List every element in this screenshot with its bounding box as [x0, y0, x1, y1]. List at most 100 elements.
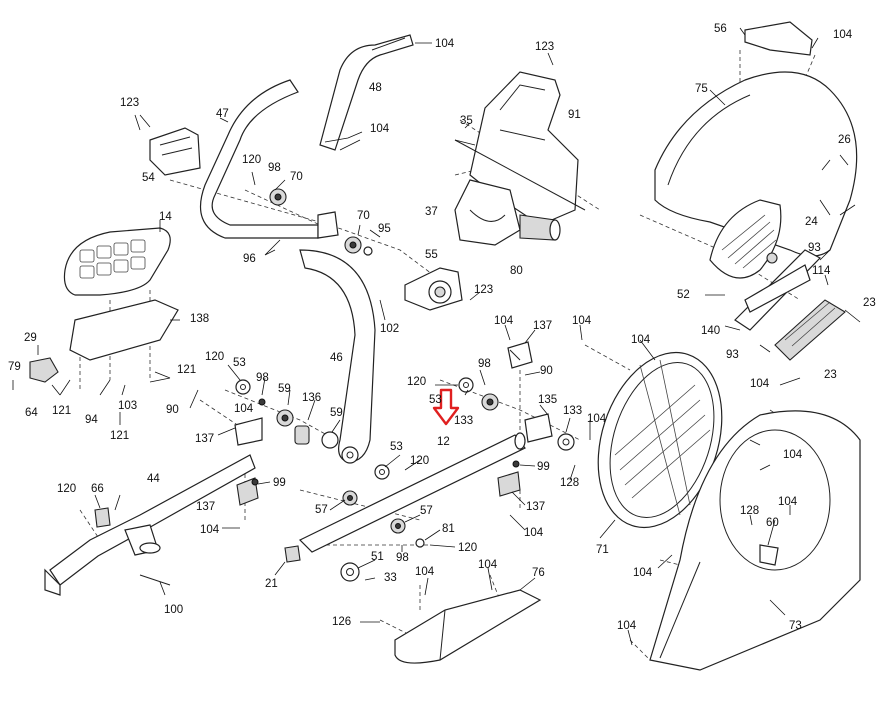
- label-59: 59: [330, 407, 343, 419]
- part-14-pedal: [63, 227, 171, 296]
- label-104: 104: [631, 334, 651, 346]
- label-121: 121: [52, 405, 71, 417]
- label-104: 104: [234, 403, 254, 415]
- label-100: 100: [164, 604, 183, 616]
- label-57: 57: [315, 504, 328, 516]
- label-53: 53: [390, 441, 403, 453]
- label-73: 73: [789, 620, 802, 632]
- label-52: 52: [677, 289, 690, 301]
- label-14: 14: [159, 211, 172, 223]
- bearings-right: [284, 341, 575, 582]
- label-55: 55: [425, 249, 438, 261]
- part-91-console-bracket: [454, 71, 586, 246]
- label-48: 48: [369, 82, 382, 94]
- label-53: 53: [233, 357, 246, 369]
- label-70: 70: [357, 210, 370, 222]
- label-23: 23: [824, 369, 837, 381]
- label-120: 120: [458, 542, 477, 554]
- label-104: 104: [778, 496, 798, 508]
- label-44: 44: [147, 473, 160, 485]
- label-123: 123: [120, 97, 139, 109]
- label-60: 60: [766, 517, 779, 529]
- part-75-rear-shroud: [654, 21, 858, 257]
- label-98: 98: [256, 372, 269, 384]
- label-76: 76: [532, 567, 545, 579]
- label-80: 80: [510, 265, 523, 277]
- label-51: 51: [371, 551, 384, 563]
- label-137: 137: [195, 433, 214, 445]
- label-81: 81: [442, 523, 455, 535]
- part-44-pedal-arm: [44, 454, 256, 596]
- label-114: 114: [812, 265, 831, 277]
- label-64: 64: [25, 407, 38, 419]
- label-123: 123: [474, 284, 493, 296]
- label-98: 98: [396, 552, 409, 564]
- label-104: 104: [478, 559, 498, 571]
- label-123: 123: [535, 41, 554, 53]
- label-79: 79: [8, 361, 21, 373]
- label-104: 104: [494, 315, 514, 327]
- label-140: 140: [701, 325, 720, 337]
- label-120: 120: [57, 483, 76, 495]
- label-33: 33: [384, 572, 397, 584]
- label-90: 90: [540, 365, 553, 377]
- label-103: 103: [118, 400, 137, 412]
- label-104: 104: [200, 524, 220, 536]
- label-99: 99: [537, 461, 550, 473]
- label-128: 128: [560, 477, 579, 489]
- label-98: 98: [268, 162, 281, 174]
- part-29-endcap: [29, 357, 59, 383]
- part-46-lower-arm: [299, 249, 376, 464]
- label-104: 104: [587, 413, 607, 425]
- highlight-arrow: [432, 388, 460, 426]
- label-120: 120: [205, 351, 224, 363]
- label-104: 104: [435, 38, 455, 50]
- label-104: 104: [617, 620, 637, 632]
- label-93: 93: [726, 349, 739, 361]
- part-138-plate: [69, 299, 179, 361]
- small-parts-left: [94, 379, 390, 528]
- label-104: 104: [415, 566, 435, 578]
- part-54-cover: [149, 127, 201, 176]
- label-137: 137: [533, 320, 552, 332]
- label-104: 104: [524, 527, 544, 539]
- label-133: 133: [454, 415, 473, 427]
- part-114-fan: [734, 249, 846, 361]
- label-104: 104: [783, 449, 803, 461]
- label-23: 23: [863, 297, 876, 309]
- label-98: 98: [478, 358, 491, 370]
- label-128: 128: [740, 505, 759, 517]
- label-70: 70: [290, 171, 303, 183]
- label-53: 53: [429, 394, 442, 406]
- label-121: 121: [177, 364, 196, 376]
- label-37: 37: [425, 206, 438, 218]
- label-71: 71: [596, 544, 609, 556]
- part-48-upper-arm: [319, 34, 414, 151]
- label-29: 29: [24, 332, 37, 344]
- label-133: 133: [563, 405, 582, 417]
- label-126: 126: [332, 616, 351, 628]
- label-12: 12: [437, 436, 450, 448]
- label-93: 93: [808, 242, 821, 254]
- label-136: 136: [302, 392, 321, 404]
- label-75: 75: [695, 83, 708, 95]
- label-57: 57: [420, 505, 433, 517]
- label-47: 47: [216, 108, 229, 120]
- label-104: 104: [833, 29, 853, 41]
- label-21: 21: [265, 578, 278, 590]
- label-95: 95: [378, 223, 391, 235]
- label-56: 56: [714, 23, 727, 35]
- part-47-left-handlebar: [199, 79, 339, 239]
- label-66: 66: [91, 483, 104, 495]
- label-54: 54: [142, 172, 155, 184]
- part-71-flywheel-cover: [597, 351, 723, 529]
- label-102: 102: [380, 323, 399, 335]
- label-138: 138: [190, 313, 209, 325]
- label-121: 121: [110, 430, 129, 442]
- label-90: 90: [166, 404, 179, 416]
- part-73-side-shroud: [649, 410, 861, 671]
- label-94: 94: [85, 414, 98, 426]
- label-104: 104: [750, 378, 770, 390]
